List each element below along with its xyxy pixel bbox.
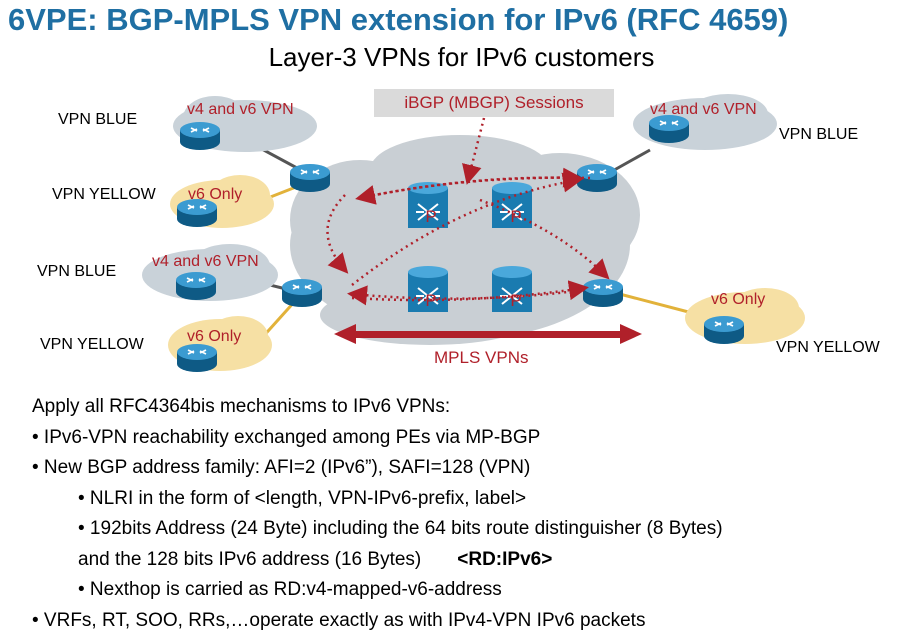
pe-router-bottom-right-icon: [582, 278, 624, 308]
site-cloud-label-mid-left: v6 Only: [188, 186, 243, 203]
site-name-top-left: VPN BLUE: [58, 111, 138, 128]
p-router-label: P: [510, 207, 521, 226]
sub-bullet-text: and the 128 bits IPv6 address (16 Bytes): [78, 548, 422, 570]
mpls-vpns-label: MPLS VPNs: [434, 348, 529, 367]
site-cloud-label-lower-left: v4 and v6 VPN: [152, 253, 259, 270]
ce-router-bottom-left-icon: [176, 343, 218, 373]
p-router-label: P: [510, 291, 521, 310]
p-router-label: P: [425, 207, 436, 226]
site-name-bottom-right: VPN YELLOW: [776, 339, 880, 356]
bullet-intro: Apply all RFC4364bis mechanisms to IPv6 …: [32, 396, 451, 417]
pe-router-top-left-icon: [289, 163, 331, 193]
ce-router-top-left-icon: [179, 121, 221, 151]
mpls-vpn-arrow: [334, 324, 642, 344]
pe-router-bottom-left-icon: [281, 278, 323, 308]
sub-bullet-item: • 192bits Address (24 Byte) including th…: [78, 518, 723, 539]
site-cloud-label-top-left: v4 and v6 VPN: [187, 101, 294, 118]
site-name-mid-left: VPN YELLOW: [52, 186, 156, 203]
ibgp-session-lines: [326, 117, 610, 306]
sub-bullet-continuation: and the 128 bits IPv6 address (16 Bytes)…: [32, 545, 723, 576]
rd-ipv6-emphasis: <RD:IPv6>: [457, 548, 553, 570]
sub-bullet-item: • NLRI in the form of <length, VPN-IPv6-…: [78, 487, 527, 509]
ibgp-sessions-label: iBGP (MBGP) Sessions: [374, 89, 614, 117]
bullet-list: Apply all RFC4364bis mechanisms to IPv6 …: [32, 392, 723, 634]
site-cloud-label-top-right: v4 and v6 VPN: [650, 101, 757, 118]
ce-router-lower-left-icon: [175, 271, 217, 301]
sub-bullet-item: • Nexthop is carried as RD:v4-mapped-v6-…: [78, 579, 502, 600]
bullet-item: • IPv6-VPN reachability exchanged among …: [32, 426, 541, 448]
site-name-lower-left: VPN BLUE: [37, 263, 117, 280]
site-name-bottom-left: VPN YELLOW: [40, 336, 144, 353]
site-cloud-label-bottom-left: v6 Only: [187, 328, 242, 345]
site-cloud-label-bottom-right: v6 Only: [711, 291, 766, 308]
ce-router-top-right-icon: [648, 114, 690, 144]
page-title: 6VPE: BGP-MPLS VPN extension for IPv6 (R…: [8, 2, 789, 37]
page-subtitle: Layer-3 VPNs for IPv6 customers: [268, 42, 655, 72]
bullet-item: • VRFs, RT, SOO, RRs,…operate exactly as…: [32, 609, 646, 631]
ce-router-bottom-right-icon: [703, 315, 745, 345]
site-name-top-right: VPN BLUE: [779, 126, 859, 143]
bullet-item: • New BGP address family: AFI=2 (IPv6”),…: [32, 457, 531, 478]
